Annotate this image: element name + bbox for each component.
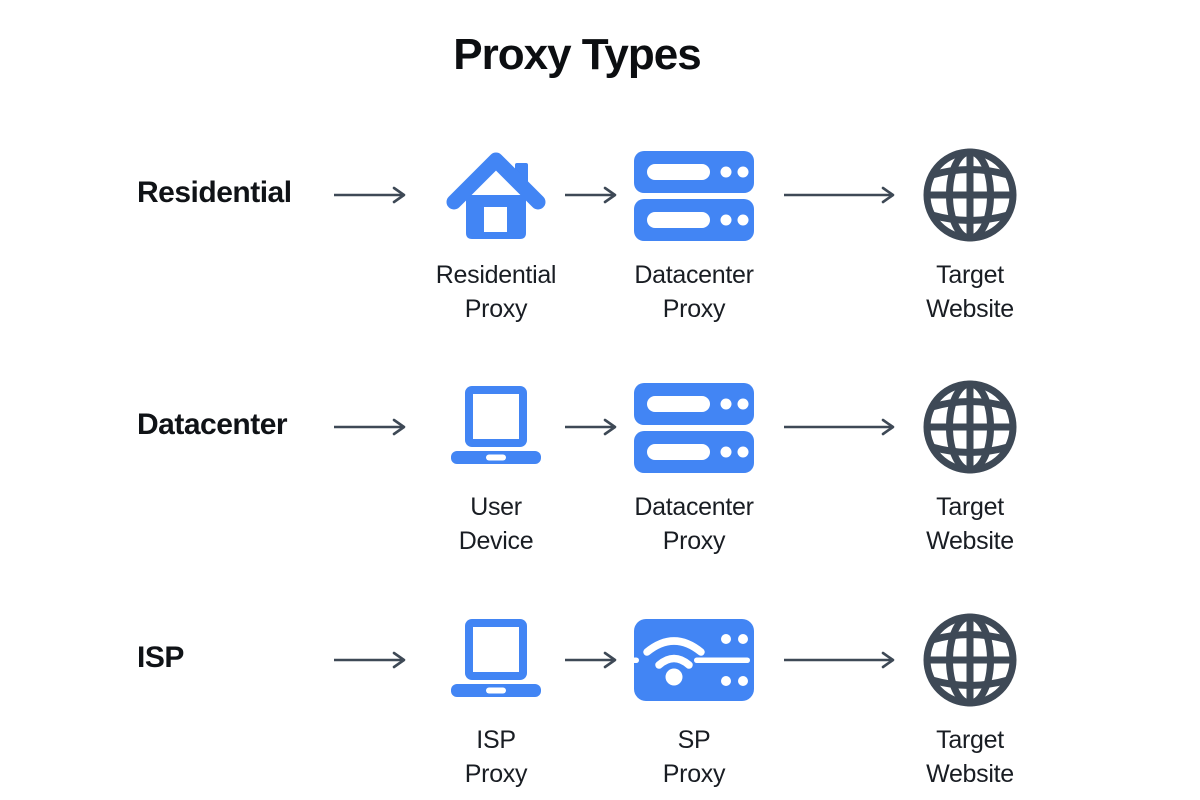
caption-line: Website: [926, 760, 1014, 788]
diagram-title: Proxy Types: [453, 30, 701, 79]
caption-line: User: [470, 493, 522, 521]
caption-line: Datacenter: [634, 493, 754, 521]
globe-icon: [923, 613, 1017, 707]
caption-line: Website: [926, 527, 1014, 555]
caption-line: Proxy: [662, 760, 726, 788]
flow-row-isp: ISP ISP: [0, 550, 1200, 790]
flow-arrow-icon: [784, 186, 895, 204]
node-caption: Target Website: [870, 490, 1070, 558]
node-caption: Datacenter Proxy: [594, 490, 794, 558]
node-caption: Target Website: [870, 258, 1070, 326]
caption-line: Target: [936, 493, 1004, 521]
caption-line: Proxy: [464, 760, 528, 788]
caption-line: Proxy: [662, 295, 726, 323]
node-caption: SP Proxy: [594, 723, 794, 791]
node-caption: Residential Proxy: [396, 258, 596, 326]
caption-line: Proxy: [662, 527, 726, 555]
flow-arrow-icon: [334, 651, 406, 669]
node-caption: Target Website: [870, 723, 1070, 791]
house-icon: [446, 152, 546, 239]
row-label-isp: ISP: [137, 641, 184, 674]
caption-line: Datacenter: [634, 261, 754, 289]
flow-row-datacenter: Datacenter User: [0, 317, 1200, 557]
caption-line: Proxy: [464, 295, 528, 323]
laptop-icon: [451, 619, 541, 697]
node-caption: User Device: [396, 490, 596, 558]
flow-arrow-icon: [565, 418, 617, 436]
flow-row-residential: Residential Reside: [0, 85, 1200, 325]
flow-arrow-icon: [565, 186, 617, 204]
caption-line: Device: [458, 527, 534, 555]
caption-line: Website: [926, 295, 1014, 323]
node-caption: ISP Proxy: [396, 723, 596, 791]
flow-arrow-icon: [334, 186, 406, 204]
row-label-residential: Residential: [137, 176, 292, 209]
globe-icon: [923, 380, 1017, 474]
flow-arrow-icon: [784, 418, 895, 436]
flow-arrow-icon: [334, 418, 406, 436]
caption-line: SP: [677, 726, 711, 754]
wifi-server-icon: [634, 619, 754, 701]
caption-line: Target: [936, 726, 1004, 754]
flow-arrow-icon: [565, 651, 617, 669]
laptop-icon: [451, 386, 541, 464]
node-caption: Datacenter Proxy: [594, 258, 794, 326]
globe-icon: [923, 148, 1017, 242]
caption-line: Residential: [435, 261, 557, 289]
caption-line: Target: [936, 261, 1004, 289]
flow-arrow-icon: [784, 651, 895, 669]
caption-line: ISP: [476, 726, 516, 754]
server-icon: [634, 383, 754, 473]
row-label-datacenter: Datacenter: [137, 408, 288, 441]
server-icon: [634, 151, 754, 241]
